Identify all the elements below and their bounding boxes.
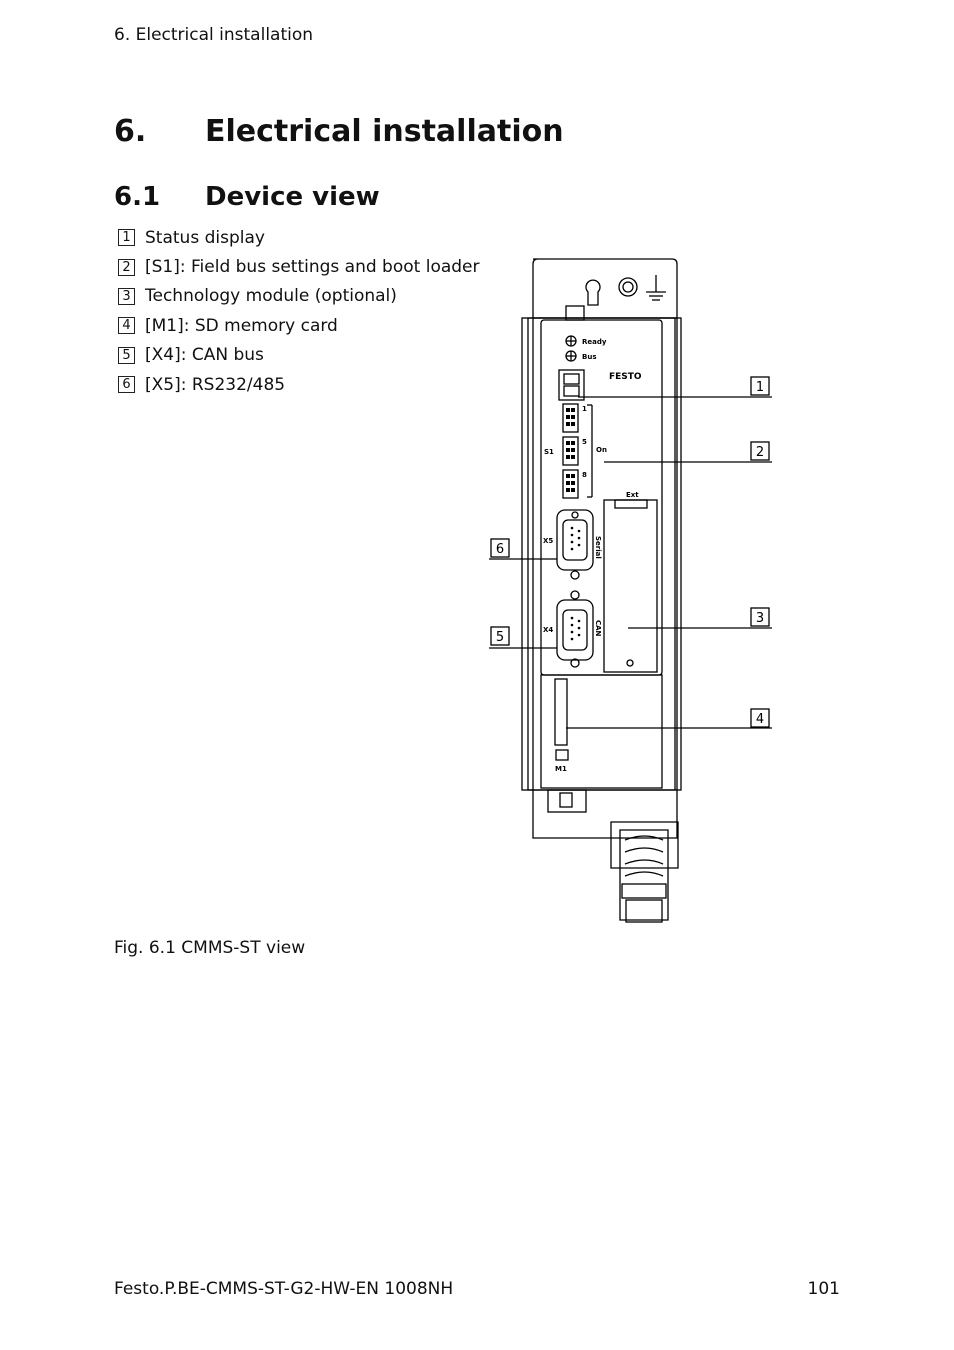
x4-label: X4 [543,626,553,634]
legend-text: Technology module (optional) [145,286,397,307]
switch-number: 8 [582,471,587,479]
switch-number: 5 [582,438,587,446]
legend-item: 4 [M1]: SD memory card [118,311,480,340]
chapter-number: 6. [114,114,147,149]
legend-text: [M1]: SD memory card [145,315,338,336]
legend-text: [S1]: Field bus settings and boot loader [145,257,480,278]
footer-doc-id: Festo.P.BE-CMMS-ST-G2-HW-EN 1008NH [114,1279,454,1299]
legend-text: [X5]: RS232/485 [145,374,286,395]
legend-number: 4 [118,317,135,335]
section-heading: 6.1 Device view [114,182,380,212]
switch-on-label: On [596,446,607,454]
legend-number: 1 [118,229,135,247]
x5-side-label: Serial [594,536,602,559]
section-number: 6.1 [114,182,161,212]
slot-label: Ext [626,491,639,499]
page-number: 101 [807,1279,840,1299]
callout-number: 4 [756,712,764,727]
section-title: Device view [205,182,380,212]
legend-number: 2 [118,258,135,276]
legend-text: [X4]: CAN bus [145,345,264,366]
led-ready-label: Ready [582,338,607,346]
led-bus-label: Bus [582,353,597,361]
x5-label: X5 [543,537,553,545]
legend-item: 6 [X5]: RS232/485 [118,370,480,399]
legend-number: 3 [118,287,135,305]
legend-number: 5 [118,346,135,364]
switch-number: 1 [582,405,587,413]
legend-text: Status display [145,227,265,248]
callout-number: 1 [756,380,764,395]
legend-item: 2 [S1]: Field bus settings and boot loade… [118,252,480,281]
brand-logo: FESTO [609,372,642,382]
chapter-title: Electrical installation [205,114,564,149]
legend-item: 5 [X4]: CAN bus [118,341,480,370]
legend-item: 1 Status display [118,223,480,252]
chapter-heading: 6. Electrical installation [114,114,564,149]
figure-caption: Fig. 6.1 CMMS-ST view [114,938,306,958]
device-drawing: Ready Bus FESTO S1 1 5 8 On Ext X5 Seria… [489,258,772,923]
callout-number: 3 [756,611,764,626]
legend-list: 1 Status display 2 [S1]: Field bus setting… [118,223,480,399]
x4-side-label: CAN [594,620,602,637]
legend-number: 6 [118,376,135,394]
callout-number: 5 [496,630,504,645]
callout-number: 2 [756,445,764,460]
running-header: 6. Electrical installation [114,25,314,45]
callout-number: 6 [496,542,504,557]
sd-label: M1 [555,765,567,773]
switch-label: S1 [544,448,554,456]
legend-item: 3 Technology module (optional) [118,282,480,311]
